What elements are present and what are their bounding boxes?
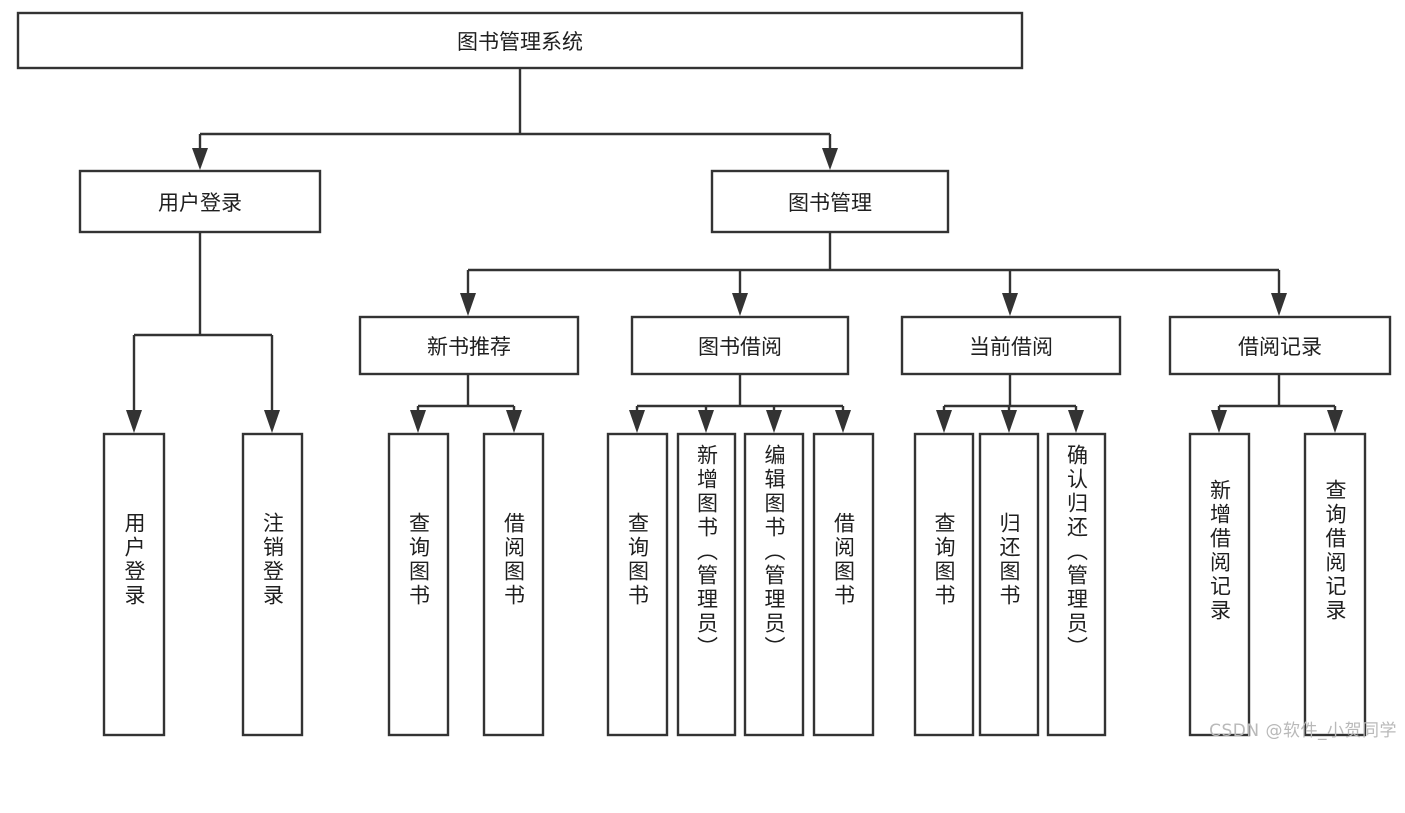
arrow-head-leaf-confirm-return-admin: [1068, 410, 1084, 433]
arrow-head-leaf-query-book-2: [629, 410, 645, 433]
node-box-new-book-recommend[interactable]: [358, 315, 580, 376]
arrow-head-new-book-recommend: [460, 293, 476, 316]
node-box-book-manage[interactable]: [710, 169, 950, 234]
arrow-head-leaf-borrow-book-2: [835, 410, 851, 433]
arrow-head-leaf-query-record: [1327, 410, 1343, 433]
node-box-leaf-return-book[interactable]: [978, 432, 1040, 737]
arrow-head-borrow-record: [1271, 293, 1287, 316]
node-box-user-login[interactable]: [78, 169, 322, 234]
node-box-root[interactable]: [16, 11, 1024, 70]
connector-group-book-borrow-to-leaves: [629, 374, 851, 433]
node-box-leaf-add-book-admin[interactable]: [676, 432, 737, 737]
node-box-leaf-add-record[interactable]: [1188, 432, 1251, 737]
node-box-book-borrow[interactable]: [630, 315, 850, 376]
arrow-head-leaf-user-logout: [264, 410, 280, 433]
arrow-head-leaf-edit-book-admin: [766, 410, 782, 433]
connector-group-user-login-to-leaves: [126, 232, 280, 433]
node-box-leaf-query-record[interactable]: [1303, 432, 1367, 737]
arrow-head-book-borrow: [732, 293, 748, 316]
node-box-leaf-query-book-1[interactable]: [387, 432, 450, 737]
node-box-leaf-user-login[interactable]: [102, 432, 166, 737]
node-box-leaf-user-logout[interactable]: [241, 432, 304, 737]
arrow-head-leaf-return-book: [1001, 410, 1017, 433]
arrow-head-user-login: [192, 148, 208, 170]
node-box-leaf-confirm-return-admin[interactable]: [1046, 432, 1107, 737]
node-box-borrow-record[interactable]: [1168, 315, 1392, 376]
arrow-head-leaf-borrow-book-1: [506, 410, 522, 433]
node-box-leaf-borrow-book-1[interactable]: [482, 432, 545, 737]
diagram-canvas: [16, 11, 1392, 737]
node-box-leaf-query-book-3[interactable]: [913, 432, 975, 737]
connector-group-book-manage-to-level3: [460, 232, 1287, 316]
arrow-head-current-borrow: [1002, 293, 1018, 316]
connector-group-current-borrow-to-leaves: [936, 374, 1084, 433]
node-box-leaf-edit-book-admin[interactable]: [743, 432, 805, 737]
org-chart-diagram: 图书管理系统 用户登录 图书管理 新书推荐 图书借阅 当前借阅 借阅记录 用户登…: [16, 11, 1397, 741]
connector-group-borrow-record-to-leaves: [1211, 374, 1343, 433]
arrow-head-leaf-query-book-3: [936, 410, 952, 433]
node-box-current-borrow[interactable]: [900, 315, 1122, 376]
node-box-leaf-query-book-2[interactable]: [606, 432, 669, 737]
arrow-head-leaf-add-book-admin: [698, 410, 714, 433]
connector-group-new-book-recommend-to-leaves: [410, 374, 522, 433]
connector-group-root-to-level2: [192, 68, 838, 170]
arrow-head-leaf-query-book-1: [410, 410, 426, 433]
arrow-head-leaf-user-login: [126, 410, 142, 433]
arrow-head-book-manage: [822, 148, 838, 170]
node-box-leaf-borrow-book-2[interactable]: [812, 432, 875, 737]
arrow-head-leaf-add-record: [1211, 410, 1227, 433]
